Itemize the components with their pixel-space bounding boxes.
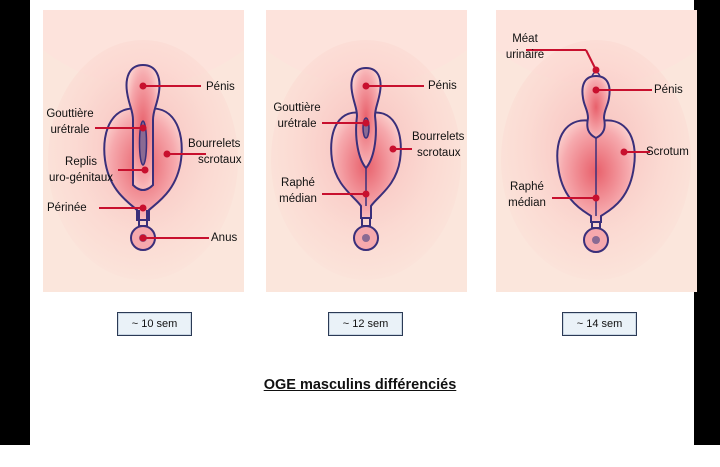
label-perineum: Périnée <box>47 201 87 215</box>
label-penis: Pénis <box>206 80 235 94</box>
label-penis: Pénis <box>428 79 457 93</box>
label-scrotal-swellings-line2: scrotaux <box>417 146 460 160</box>
panel-14-weeks: Méat urinaire Pénis Scrotum Raphé médian <box>496 10 697 292</box>
label-urogenital-folds-line1: Replis <box>43 155 119 169</box>
label-median-raphe-line1: Raphé <box>496 180 558 194</box>
stage-box-14-weeks: ~ 14 sem <box>562 312 637 336</box>
label-urethral-groove-line1: Gouttière <box>43 107 97 121</box>
label-urethral-groove-line2: urétrale <box>43 123 97 137</box>
caption-title: OGE masculins différenciés <box>0 377 720 393</box>
label-median-raphe-line2: médian <box>496 196 558 210</box>
label-urethral-groove-line2: urétrale <box>266 117 328 131</box>
stage-box-12-weeks: ~ 12 sem <box>328 312 403 336</box>
label-median-raphe-line2: médian <box>266 192 330 206</box>
label-urinary-meatus-line1: Méat <box>496 32 554 46</box>
label-urinary-meatus-line2: urinaire <box>496 48 554 62</box>
label-scrotal-swellings-line1: Bourrelets <box>412 130 464 144</box>
label-anus: Anus <box>211 231 237 245</box>
label-median-raphe-line1: Raphé <box>266 176 330 190</box>
panel-10-weeks: Pénis Gouttière urétrale Bourrelets scro… <box>43 10 244 292</box>
label-penis: Pénis <box>654 83 683 97</box>
stage-box-10-weeks: ~ 10 sem <box>117 312 192 336</box>
label-scrotum: Scrotum <box>646 145 689 159</box>
label-urethral-groove-line1: Gouttière <box>266 101 328 115</box>
panel-12-weeks: Pénis Gouttière urétrale Bourrelets scro… <box>266 10 467 292</box>
label-scrotal-swellings-line1: Bourrelets <box>188 137 240 151</box>
label-scrotal-swellings-line2: scrotaux <box>198 153 241 167</box>
panel-10-weeks-drawing <box>43 10 244 292</box>
label-urogenital-folds-line2: uro-génitaux <box>43 171 119 185</box>
